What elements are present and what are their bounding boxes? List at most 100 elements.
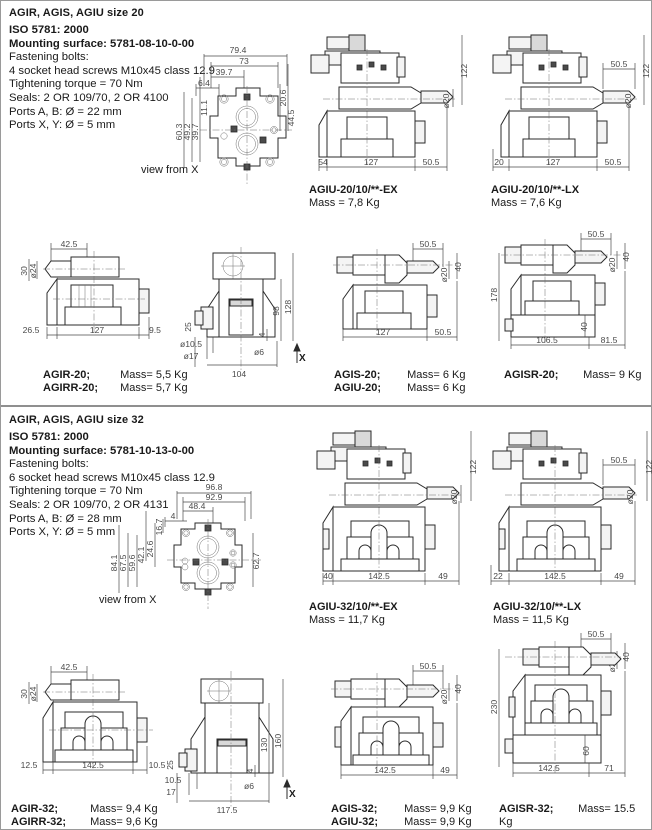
view-arrow-x: X <box>299 353 306 364</box>
spec-line: Ports A, B: Ø = 28 mm <box>9 512 122 525</box>
caption-mass: Mass= 6 Kg <box>407 382 466 394</box>
caption-agiu32ex: AGIU-32/10/**-EX Mass = 11,7 Kg <box>309 601 398 627</box>
dim-49: 49 <box>440 765 450 775</box>
dim-10.5: 10.5 <box>149 760 166 770</box>
dim-142.5: 142.5 <box>82 760 104 770</box>
caption-mass: Mass= 6 Kg <box>407 369 466 381</box>
dim-40: 40 <box>323 571 333 581</box>
dim-42.5: 42.5 <box>61 239 78 249</box>
dim-9.5: 9.5 <box>149 325 161 335</box>
drawing-agiu32lx: 22 142.5 49 50.5 122 ø20 <box>479 425 652 593</box>
dim-49: 49 <box>614 571 624 581</box>
dim-17: ø17 <box>184 351 199 361</box>
drawing-agiu32ex: 40 142.5 49 122 ø20 <box>303 425 483 593</box>
caption-line: AGISR-20; Mass= 9 Kg <box>504 369 641 382</box>
dim-bore-20: ø20 <box>441 93 451 108</box>
spec-line: Mounting surface: 5781-08-10-0-00 <box>9 37 195 50</box>
dim-122: 122 <box>644 460 652 475</box>
caption-title: AGIU-20/10/**-LX <box>491 184 580 196</box>
dim-bore-20: ø20 <box>623 93 633 108</box>
dim-42.1: 42.1 <box>136 546 146 563</box>
dim-81.5: 81.5 <box>601 335 618 345</box>
dim-84.1: 84.1 <box>109 554 119 571</box>
spec-line: 6 socket head screws M10x45 class 12.9 <box>9 471 215 484</box>
dim-127: 127 <box>364 157 379 167</box>
drawing-size20-mounting-plan: 79.4 73 39.7 6.4 <box>156 36 296 186</box>
drawing-agir20-front: 128 98 4 25 ø10.5 ø17 ø6 104 X <box>180 241 311 386</box>
dim-bore-20: ø20 <box>439 267 449 282</box>
dim-10.5: ø10.5 <box>180 339 202 349</box>
dim-bore-20: ø20 <box>625 489 635 504</box>
caption-model: AGIRR-20; <box>43 382 99 394</box>
drawing-agis32: 50.5 40 ø20 142.5 49 <box>317 659 482 791</box>
spec-line: Fastening bolts: <box>9 51 89 64</box>
dim-49.2: 49.2 <box>182 123 192 140</box>
dim-230: 230 <box>489 700 499 715</box>
dim-98: 98 <box>271 306 281 316</box>
dim-62.7: 62.7 <box>251 552 261 569</box>
caption-line: AGIRR-32; Mass= 9,6 Kg <box>11 816 158 829</box>
dim-54: 54 <box>318 157 328 167</box>
caption-model: AGIR-32; <box>11 803 59 815</box>
dim-142.5: 142.5 <box>374 765 396 775</box>
spec-line: Fastening bolts: <box>9 458 89 471</box>
dim-106.5: 106.5 <box>536 335 558 345</box>
dim-59.6: 59.6 <box>127 554 137 571</box>
caption-title: AGIU-20/10/**-EX <box>309 184 398 196</box>
dim-26.5: 26.5 <box>23 325 40 335</box>
caption-agir32: AGIR-32; Mass= 9,4 Kg AGIRR-32; Mass= 9,… <box>11 803 158 829</box>
dim-20.6: 20.6 <box>278 89 288 106</box>
caption-line: AGIS-20; Mass= 6 Kg <box>334 369 465 382</box>
dim-50.5-top: 50.5 <box>588 629 605 639</box>
caption-model: AGIU-20; <box>334 382 382 394</box>
caption-model: AGIU-32; <box>331 816 379 828</box>
caption-line: AGIRR-20; Mass= 5,7 Kg <box>43 382 188 395</box>
dim-30: 30 <box>19 689 29 699</box>
drawing-size32-mounting-plan: 96.8 92.9 48.4 4 <box>101 482 301 613</box>
drawing-agiu20lx: 20 127 50.5 50.5 122 ø20 <box>479 29 651 179</box>
caption-mass: Mass= 9,9 Kg <box>404 816 472 828</box>
dim-50.5-top: 50.5 <box>420 661 437 671</box>
dim-22: 22 <box>493 571 503 581</box>
dim-122: 122 <box>641 64 651 79</box>
dim-25: 25 <box>183 322 193 332</box>
dim-17: 17 <box>166 787 176 797</box>
spec-list-size20: ISO 5781: 2000 Mounting surface: 5781-08… <box>9 24 215 133</box>
caption-agisr32: AGISR-32; Mass= 15.5 Kg <box>499 803 651 829</box>
dim-160: 160 <box>273 734 283 749</box>
view-arrow-x: X <box>289 789 296 800</box>
dim-127: 127 <box>90 325 105 335</box>
dim-39.7-left: 39.7 <box>190 123 200 140</box>
caption-agis32: AGIS-32; Mass= 9,9 Kg AGIU-32; Mass= 9,9… <box>331 803 472 829</box>
dim-48.4: 48.4 <box>189 501 206 511</box>
caption-agis20: AGIS-20; Mass= 6 Kg AGIU-20; Mass= 6 Kg <box>334 369 465 395</box>
caption-line: AGIR-20; Mass= 5,5 Kg <box>43 369 188 382</box>
dim-6.4: 6.4 <box>198 78 210 88</box>
caption-mass: Mass= 9,4 Kg <box>90 803 158 815</box>
dim-50.5: 50.5 <box>435 327 452 337</box>
dim-40: 40 <box>621 652 631 662</box>
spec-line: Tightening torque = 70 Nm <box>9 78 143 91</box>
dim-128: 128 <box>283 300 293 315</box>
drawing-agisr20: 50.5 40 ø20 178 40 106.5 81. <box>485 229 650 357</box>
caption-mass: Mass= 5,7 Kg <box>120 382 188 394</box>
caption-line: AGIU-20; Mass= 6 Kg <box>334 382 465 395</box>
dim-40: 40 <box>453 262 463 272</box>
spec-line: Ports A, B: Ø = 22 mm <box>9 105 122 118</box>
section-title-size20: AGIR, AGIS, AGIU size 20 <box>9 7 144 19</box>
spec-line: Tightening torque = 70 Nm <box>9 485 143 498</box>
caption-title: AGIU-32/10/**-LX <box>493 601 582 613</box>
dim-73: 73 <box>239 56 249 66</box>
dim-12.5: 12.5 <box>21 760 38 770</box>
spec-line: Seals: 2 OR 109/70, 2 OR 4131 <box>9 498 169 511</box>
drawing-agir32: 42.5 30 ø24 12.5 142.5 10.5 <box>9 656 174 788</box>
caption-mass: Mass = 7,8 Kg <box>309 197 380 209</box>
dim-122: 122 <box>459 64 469 79</box>
dim-42.5: 42.5 <box>61 662 78 672</box>
dim-39.7-top: 39.7 <box>216 67 233 77</box>
caption-agir20: AGIR-20; Mass= 5,5 Kg AGIRR-20; Mass= 5,… <box>43 369 188 395</box>
caption-mass: Mass = 11,5 Kg <box>493 614 569 626</box>
dim-96.8: 96.8 <box>206 482 223 492</box>
view-from-x-label-size20: view from X <box>141 164 199 176</box>
caption-mass: Mass= 5,5 Kg <box>120 369 188 381</box>
